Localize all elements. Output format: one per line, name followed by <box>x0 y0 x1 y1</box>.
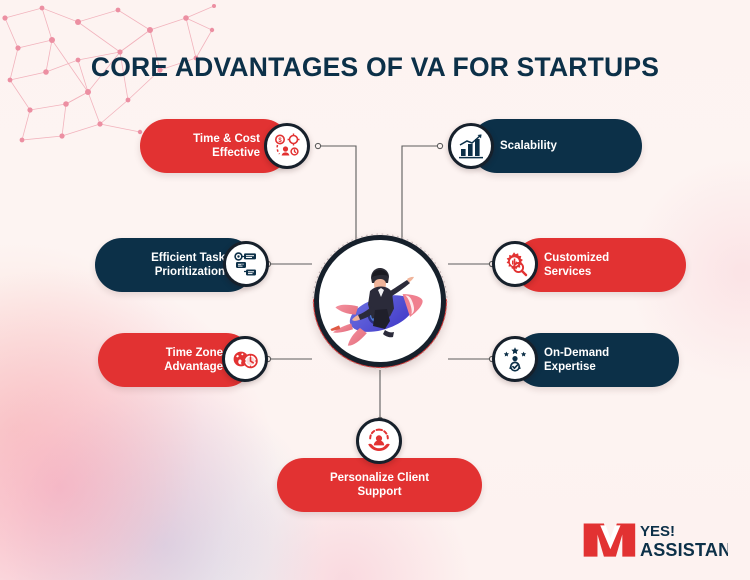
growth-chart-icon <box>448 123 494 169</box>
logo-mark <box>583 523 636 557</box>
svg-text:$: $ <box>278 138 282 144</box>
node-label: Scalability <box>500 140 557 152</box>
logo-line1: YES! <box>640 523 675 540</box>
rocket-artwork <box>323 244 437 358</box>
center-rocket-illustration <box>312 233 448 369</box>
page-title: CORE ADVANTAGES OF VA FOR STARTUPS <box>90 52 660 82</box>
logo-line2: ASSISTANT. <box>640 540 728 560</box>
money-time-gear-icon: $ <box>264 123 310 169</box>
brand-logo: YES! ASSISTANT. <box>580 518 745 562</box>
expert-badge-icon <box>492 336 538 382</box>
node-scalability[interactable]: Scalability <box>448 119 642 173</box>
client-support-icon <box>356 418 402 464</box>
globe-clock-icon <box>222 336 268 382</box>
gear-magnifier-icon <box>492 241 538 287</box>
network-decoration <box>2 4 216 143</box>
task-list-gear-icon <box>223 241 269 287</box>
